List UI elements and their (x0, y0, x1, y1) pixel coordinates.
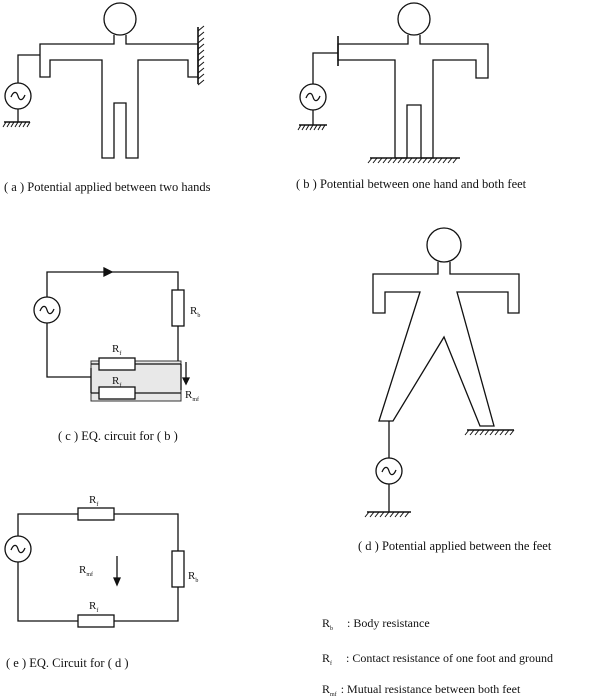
body-outline (337, 35, 489, 159)
ac-source-icon (4, 535, 32, 563)
resistor-rf-top (77, 507, 115, 521)
legend-item-rb: Rb: Body resistance (322, 616, 430, 632)
wire-a (17, 54, 40, 83)
resistor-rf-2 (98, 386, 136, 400)
loop (17, 513, 179, 622)
label-rf-bottom: Rf (89, 600, 98, 614)
circuit-c (33, 266, 191, 402)
circuit-e (4, 507, 185, 628)
wire-b (312, 52, 338, 84)
ac-source-icon (375, 457, 403, 485)
label-rmf-e: Rmf (79, 564, 93, 578)
label-rmf: Rmf (185, 389, 199, 403)
ac-source-icon (299, 83, 327, 111)
label-rf-2: Rf (112, 375, 121, 389)
legend: Rb: Body resistance Rf: Contact resistan… (322, 616, 553, 698)
caption-c: ( c ) EQ. circuit for ( b ) (58, 429, 178, 443)
ac-source-icon (4, 82, 32, 110)
wall-hatch (197, 25, 205, 86)
figure-a-two-hands (2, 2, 205, 159)
label-rf-1: Rf (112, 343, 121, 357)
figure-d-feet (364, 227, 520, 518)
caption-d: ( d ) Potential applied between the feet (358, 539, 552, 553)
ac-source-icon (33, 296, 61, 324)
figure-b-hand-feet (297, 2, 489, 164)
head (397, 2, 431, 36)
legend-item-rf: Rf: Contact resistance of one foot and g… (322, 651, 553, 667)
legend-item-rmf: Rmf: Mutual resistance between both feet (322, 682, 521, 698)
current-arrow (103, 266, 114, 278)
label-rb: Rb (190, 305, 200, 319)
loop-top (46, 271, 179, 298)
caption-e: ( e ) EQ. Circuit for ( d ) (6, 656, 129, 670)
head (426, 227, 462, 263)
label-rb-e: Rb (188, 570, 198, 584)
caption-a: ( a ) Potential applied between two hand… (4, 180, 211, 194)
body-outline (39, 35, 199, 159)
resistor-rf-bottom (77, 614, 115, 628)
resistor-rb (171, 550, 185, 588)
body-outline (372, 262, 520, 427)
head (103, 2, 137, 36)
label-rf-top: Rf (89, 494, 98, 508)
resistor-rb (171, 289, 185, 327)
resistor-rf-1 (98, 357, 136, 371)
caption-b: ( b ) Potential between one hand and bot… (296, 177, 527, 191)
